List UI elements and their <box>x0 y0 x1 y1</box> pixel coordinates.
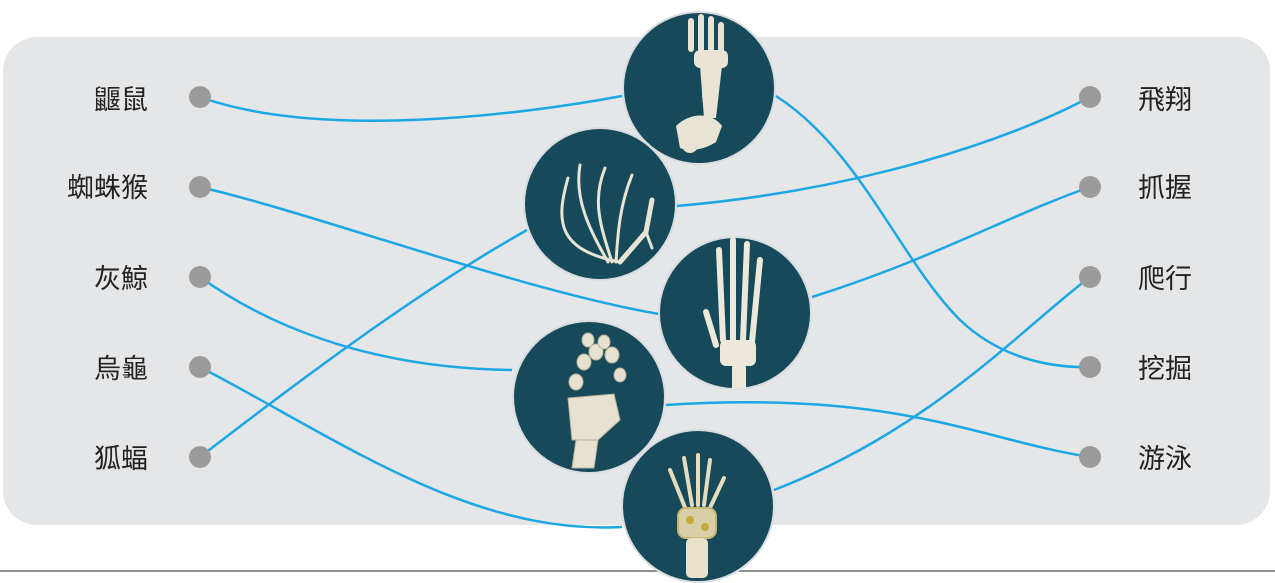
mole-forelimb-skeleton-icon[interactable] <box>623 12 775 164</box>
dot-mole[interactable] <box>189 86 211 108</box>
connector-gray-whale-swimming <box>200 277 512 370</box>
connector-bat-flying <box>200 230 527 457</box>
bat-wing-skeleton-icon[interactable] <box>524 128 676 280</box>
dot-flying[interactable] <box>1079 86 1101 108</box>
turtle-limb-skeleton-icon[interactable] <box>622 430 774 582</box>
dot-crawling[interactable] <box>1079 266 1101 288</box>
left-dots <box>189 86 211 468</box>
dot-swimming[interactable] <box>1079 446 1101 468</box>
dot-bat[interactable] <box>189 446 211 468</box>
connector-spider-monkey-grasping-right <box>812 187 1090 297</box>
dot-grasping[interactable] <box>1079 176 1101 198</box>
connector-turtle-crawling-right <box>774 277 1090 490</box>
dot-spider-monkey[interactable] <box>189 176 211 198</box>
monkey-hand-skeleton-icon[interactable] <box>659 237 811 392</box>
dot-turtle[interactable] <box>189 356 211 378</box>
right-dots <box>1079 86 1101 468</box>
connector-mole-digging <box>200 96 622 121</box>
dot-gray-whale[interactable] <box>189 266 211 288</box>
dot-digging[interactable] <box>1079 356 1101 378</box>
whale-flipper-skeleton-icon[interactable] <box>513 321 665 473</box>
connector-mole-digging-right <box>776 96 1090 367</box>
